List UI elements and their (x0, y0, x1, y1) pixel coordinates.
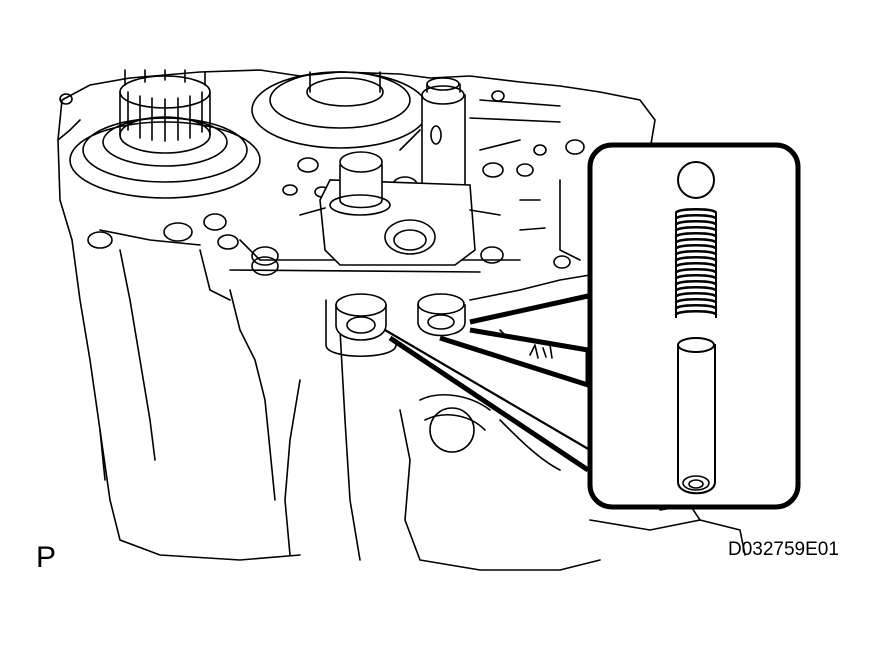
shift-boss (299, 151, 501, 266)
plug-right (417, 293, 466, 337)
output-shaft (251, 71, 429, 149)
pin-part (677, 337, 716, 495)
drawing-code: D032759E01 (728, 539, 839, 560)
transaxle-housing (57, 69, 746, 571)
inset-detail-box (587, 142, 801, 510)
spring-part (674, 208, 718, 322)
mounting-bosses (59, 90, 585, 276)
view-label: P (36, 541, 57, 574)
ball-part (677, 161, 715, 199)
callout-leaders (383, 293, 592, 473)
input-shaft (69, 69, 261, 199)
plug-left (325, 293, 397, 358)
